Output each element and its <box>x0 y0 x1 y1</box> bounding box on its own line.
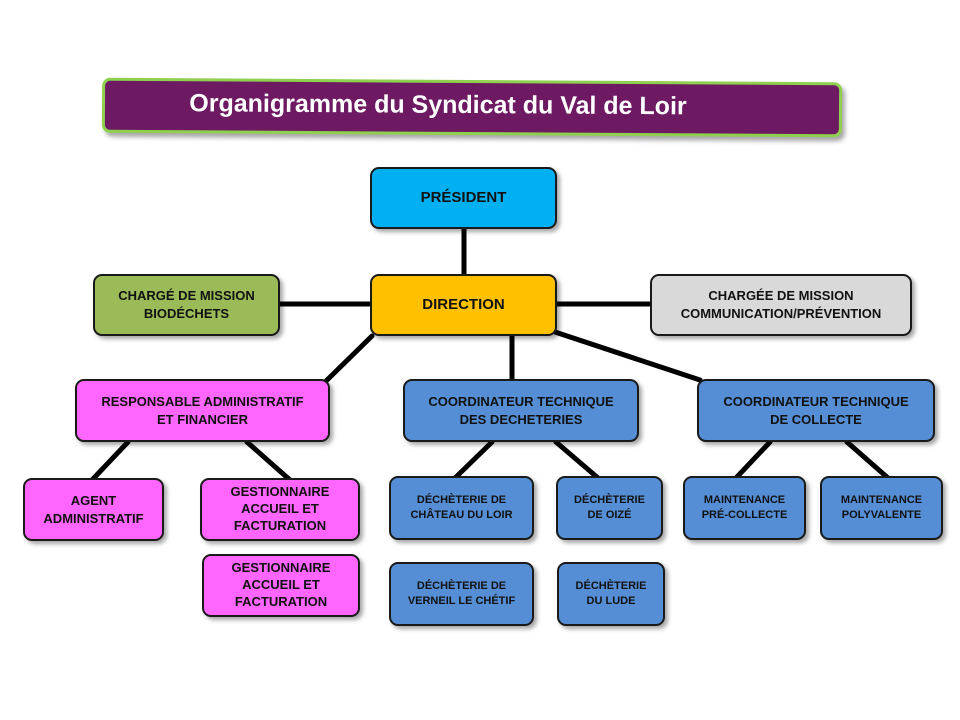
node-maintenance-precollecte-label: MAINTENANCE PRÉ-COLLECTE <box>701 494 788 521</box>
node-coord-decheteries-label: COORDINATEUR TECHNIQUE DES DECHETERIES <box>428 393 614 427</box>
node-maintenance-precollecte: MAINTENANCE PRÉ-COLLECTE <box>683 476 806 540</box>
node-agent-admin: AGENT ADMINISTRATIF <box>23 478 164 541</box>
node-mission-communication: CHARGÉE DE MISSION COMMUNICATION/PRÉVENT… <box>650 274 912 336</box>
node-coord-collecte: COORDINATEUR TECHNIQUE DE COLLECTE <box>697 379 935 442</box>
connector-direction-coord-collecte <box>552 329 703 383</box>
node-resp-admin-label: RESPONSABLE ADMINISTRATIF ET FINANCIER <box>101 393 304 427</box>
connector-direction-resp-admin <box>322 333 375 385</box>
node-dech-lude: DÉCHÈTERIE DU LUDE <box>557 562 665 626</box>
node-agent-admin-label: AGENT ADMINISTRATIF <box>43 492 144 526</box>
node-direction: DIRECTION <box>370 274 557 336</box>
node-gestionnaire-1-label: GESTIONNAIRE ACCUEIL ET FACTURATION <box>230 484 330 533</box>
node-resp-admin: RESPONSABLE ADMINISTRATIF ET FINANCIER <box>75 379 330 442</box>
node-president: PRÉSIDENT <box>370 167 557 229</box>
node-mission-communication-label: CHARGÉE DE MISSION COMMUNICATION/PRÉVENT… <box>680 288 882 321</box>
node-gestionnaire-2: GESTIONNAIRE ACCUEIL ET FACTURATION <box>202 554 360 617</box>
connector-coord-dech-chateau <box>452 439 495 481</box>
connector-resp-admin-gestionnaire <box>244 439 293 483</box>
node-dech-chateau: DÉCHÈTERIE DE CHÂTEAU DU LOIR <box>389 476 534 540</box>
connector-coord-collecte-precollecte <box>733 439 773 481</box>
node-mission-biodechets-label: CHARGÉ DE MISSION BIODÉCHETS <box>118 288 255 321</box>
node-gestionnaire-1: GESTIONNAIRE ACCUEIL ET FACTURATION <box>200 478 360 541</box>
node-direction-label: DIRECTION <box>422 295 505 313</box>
node-mission-biodechets: CHARGÉ DE MISSION BIODÉCHETS <box>93 274 280 336</box>
node-dech-verneil: DÉCHÈTERIE DE VERNEIL LE CHÉTIF <box>389 562 534 626</box>
node-dech-oize: DÉCHÈTERIE DE OIZÉ <box>556 476 663 540</box>
node-gestionnaire-2-label: GESTIONNAIRE ACCUEIL ET FACTURATION <box>231 560 331 609</box>
connector-coord-dech-oize <box>553 439 601 481</box>
node-president-label: PRÉSIDENT <box>420 188 507 206</box>
node-dech-lude-label: DÉCHÈTERIE DU LUDE <box>575 580 647 607</box>
node-dech-oize-label: DÉCHÈTERIE DE OIZÉ <box>574 494 645 521</box>
node-coord-collecte-label: COORDINATEUR TECHNIQUE DE COLLECTE <box>723 393 909 427</box>
node-coord-decheteries: COORDINATEUR TECHNIQUE DES DECHETERIES <box>403 379 639 442</box>
connector-coord-collecte-polyvalente <box>844 439 891 481</box>
node-dech-chateau-label: DÉCHÈTERIE DE CHÂTEAU DU LOIR <box>410 494 513 521</box>
connector-resp-admin-agent <box>89 439 131 483</box>
node-dech-verneil-label: DÉCHÈTERIE DE VERNEIL LE CHÉTIF <box>407 580 516 607</box>
node-maintenance-polyvalente-label: MAINTENANCE POLYVALENTE <box>840 494 923 521</box>
node-maintenance-polyvalente: MAINTENANCE POLYVALENTE <box>820 476 943 540</box>
